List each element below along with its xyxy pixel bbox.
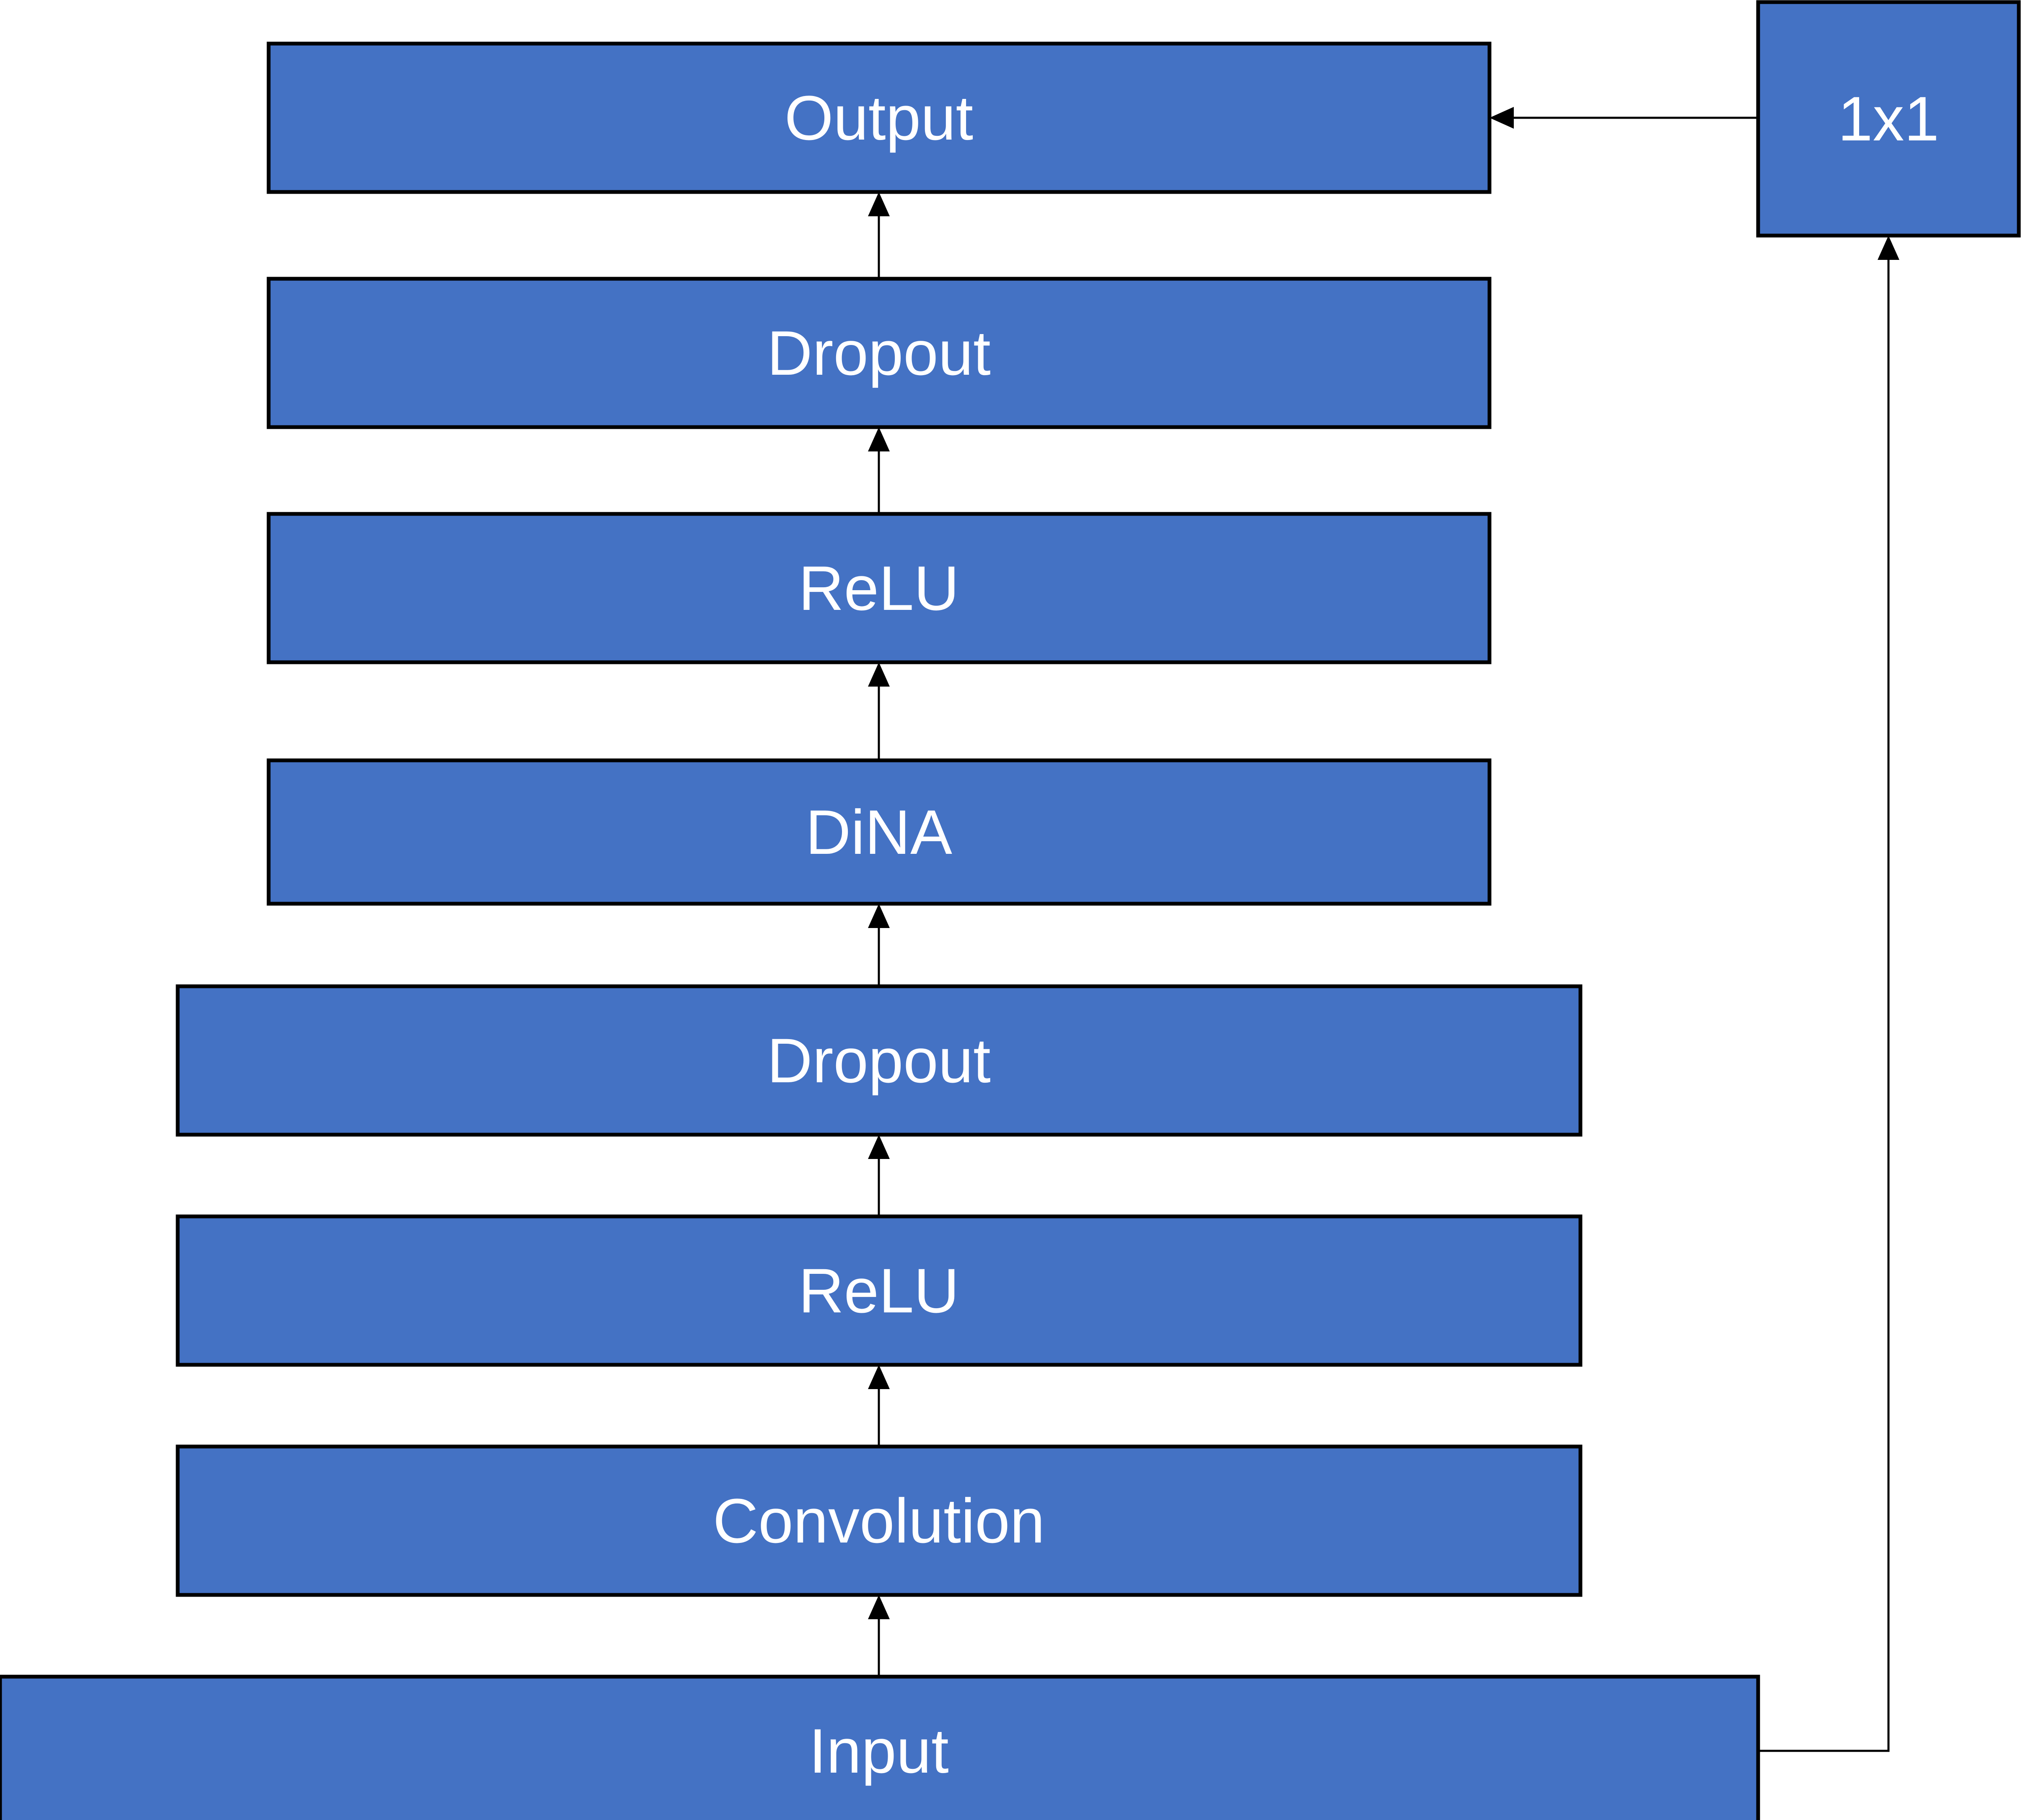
block-relu-top-label: ReLU bbox=[798, 553, 959, 623]
block-dropout-top-label: Dropout bbox=[767, 318, 991, 388]
arrow-input-to-1x1 bbox=[1758, 236, 1899, 1752]
block-convolution-box bbox=[176, 1444, 1583, 1597]
block-output-label: Output bbox=[785, 83, 973, 153]
block-dropout-bottom-label: Dropout bbox=[767, 1025, 991, 1096]
arrow-input-to-convolution bbox=[868, 1595, 890, 1677]
block-skip-1x1-box bbox=[1756, 0, 2021, 238]
arrow-dropout-to-output bbox=[868, 192, 890, 279]
block-output-box bbox=[267, 41, 1492, 194]
arrow-convolution-to-relu bbox=[868, 1365, 890, 1447]
arrow-1x1-to-output bbox=[1489, 107, 1758, 129]
arrow-relu-to-dropout bbox=[868, 1135, 890, 1216]
block-dina-label: DiNA bbox=[806, 797, 952, 867]
block-output: Output bbox=[267, 41, 1492, 194]
arrow-dropout-to-dina bbox=[868, 904, 890, 986]
block-dropout-top-box bbox=[267, 277, 1492, 429]
block-skip-1x1: 1x1 bbox=[1756, 0, 2021, 238]
block-relu-bottom: ReLU bbox=[176, 1214, 1583, 1367]
block-relu-top: ReLU bbox=[267, 512, 1492, 664]
block-dina-box bbox=[267, 758, 1492, 906]
block-relu-bottom-box bbox=[176, 1214, 1583, 1367]
block-dropout-top: Dropout bbox=[267, 277, 1492, 429]
arrow-dina-to-relu bbox=[868, 662, 890, 760]
block-convolution-label: Convolution bbox=[713, 1486, 1045, 1556]
block-dropout-bottom-box bbox=[176, 984, 1583, 1137]
block-input: Input bbox=[0, 1675, 1760, 1820]
block-input-label: Input bbox=[809, 1716, 949, 1786]
arrow-relu-to-dropout-top bbox=[868, 427, 890, 514]
block-dropout-bottom: Dropout bbox=[176, 984, 1583, 1137]
block-convolution: Convolution bbox=[176, 1444, 1583, 1597]
block-skip-1x1-label: 1x1 bbox=[1838, 83, 1939, 154]
block-relu-bottom-label: ReLU bbox=[798, 1255, 959, 1326]
block-dina: DiNA bbox=[267, 758, 1492, 906]
